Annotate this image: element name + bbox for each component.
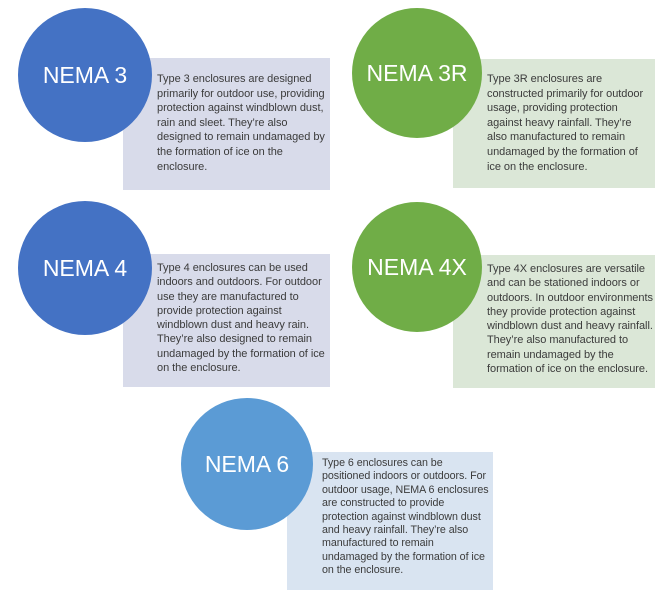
nema-6-circle: NEMA 6: [181, 398, 313, 530]
nema-4-description-box: Type 4 enclosures can be used indoors an…: [123, 254, 330, 387]
nema-3-description-box: Type 3 enclosures are designed primarily…: [123, 58, 330, 190]
nema-4x-label: NEMA 4X: [367, 253, 467, 280]
nema-3r-description-text: Type 3R enclosures are constructed prima…: [487, 73, 644, 173]
nema-4x-circle: NEMA 4X: [352, 202, 482, 332]
nema-4-label: NEMA 4: [42, 254, 128, 281]
nema-4-description-text: Type 4 enclosures can be used indoors an…: [157, 262, 325, 375]
nema-4x-description-text: Type 4X enclosures are versatile and can…: [487, 263, 653, 376]
nema-3r-description-box: Type 3R enclosures are constructed prima…: [453, 59, 655, 188]
nema-3r-label: NEMA 3R: [366, 59, 468, 86]
nema-3r-circle: NEMA 3R: [352, 8, 482, 138]
nema-3-description-text: Type 3 enclosures are designed primarily…: [157, 73, 325, 173]
nema-6-description-box: Type 6 enclosures can be positioned indo…: [287, 452, 493, 590]
nema-3-circle: NEMA 3: [18, 8, 152, 142]
nema-6-label: NEMA 6: [204, 450, 290, 477]
nema-3-label: NEMA 3: [42, 61, 128, 88]
nema-4x-description-box: Type 4X enclosures are versatile and can…: [453, 255, 655, 388]
nema-4-circle: NEMA 4: [18, 201, 152, 335]
nema-6-description-text: Type 6 enclosures can be positioned indo…: [322, 457, 489, 577]
